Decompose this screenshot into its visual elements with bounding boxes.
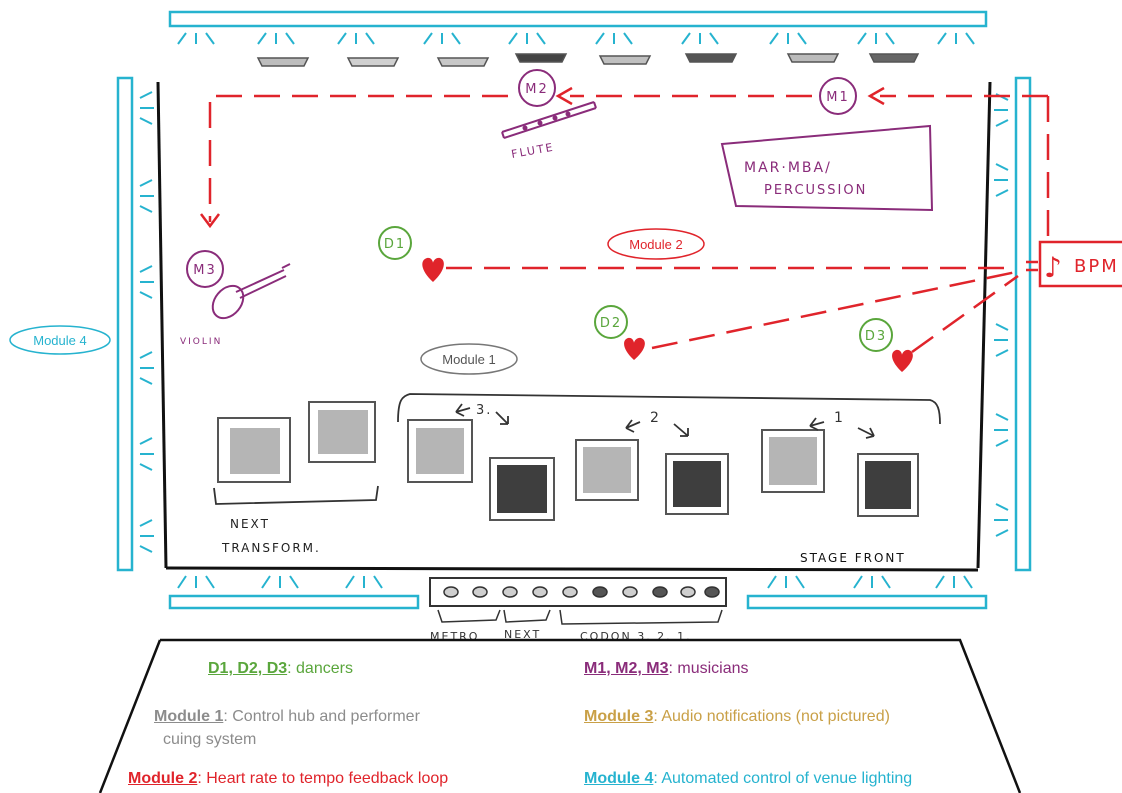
m1-label: M1 (826, 90, 850, 105)
dancer-d1: D1 (378, 226, 412, 260)
next-transform-bracket (213, 485, 379, 505)
marimba-label-line2: PERCUSSION (764, 183, 867, 198)
codon-group-1-label: 1 (834, 410, 845, 426)
lighting-rig-right (994, 76, 1032, 572)
module1-label-text: Module 1 (442, 352, 495, 367)
musician-m1: M1 (819, 77, 857, 115)
m3-label: M3 (193, 263, 217, 278)
codon-group-arrows (455, 403, 875, 439)
control-hub-brackets (437, 609, 723, 625)
module2-label-text: Module 2 (629, 237, 682, 252)
bpm-box: ♪ BPM (1026, 240, 1122, 288)
control-hub-strip (429, 577, 727, 607)
violin-label: VIOLIN (180, 337, 222, 347)
module1-label: Module 1 (420, 343, 518, 375)
stage-outline (156, 81, 992, 572)
screen-codon2-current (575, 439, 639, 501)
d3-label: D3 (865, 329, 887, 344)
music-note-icon: ♪ (1044, 251, 1062, 284)
marimba-label-line1: MAR·MBA/ (744, 160, 832, 176)
lighting-rig-bottom (168, 575, 988, 610)
heart-icon (892, 349, 913, 372)
violin-icon (211, 263, 291, 320)
module2-label: Module 2 (607, 228, 705, 260)
m2-label: M2 (525, 82, 549, 97)
flute-icon (501, 101, 597, 139)
screen-next-2 (308, 401, 376, 463)
screen-codon1-current (761, 429, 825, 493)
next-transform-label-line2: TRANSFORM. (221, 541, 321, 555)
musician-m2: M2 (518, 69, 556, 107)
musician-m3: M3 (186, 250, 224, 288)
stage-front-label: STAGE FRONT (800, 551, 906, 565)
module4-label-text: Module 4 (33, 333, 86, 348)
lighting-rig-top (168, 10, 988, 45)
lighting-rig-left (116, 76, 154, 572)
bpm-label: BPM (1074, 256, 1119, 277)
dancer-d3: D3 (859, 318, 893, 352)
screen-next-1 (217, 417, 291, 483)
flute-label: FLUTE (510, 141, 555, 161)
module4-label: Module 4 (9, 325, 111, 355)
heart-icon (422, 257, 444, 282)
screen-codon3-current (407, 419, 473, 483)
musician-cue-path (208, 94, 1050, 242)
screen-codon1-next (857, 453, 919, 517)
next-transform-label-line1: NEXT (230, 517, 270, 531)
screen-codon3-next (489, 457, 555, 521)
codon-group-3-label: 3. (476, 403, 492, 418)
dancer-d2: D2 (594, 305, 628, 339)
codon-bracket (397, 393, 941, 425)
heart-icon (624, 337, 645, 360)
legend-outline (98, 638, 1022, 793)
top-stage-lights (256, 53, 920, 67)
next-label: NEXT (504, 628, 541, 641)
d1-label: D1 (384, 237, 406, 252)
marimba-percussion-box: MAR·MBA/ PERCUSSION (720, 124, 934, 212)
screen-codon2-next (665, 453, 729, 515)
cue-arrowheads (200, 86, 885, 229)
d2-label: D2 (600, 316, 622, 331)
heart-rate-lines (446, 266, 1019, 354)
codon-group-2-label: 2 (650, 410, 661, 426)
